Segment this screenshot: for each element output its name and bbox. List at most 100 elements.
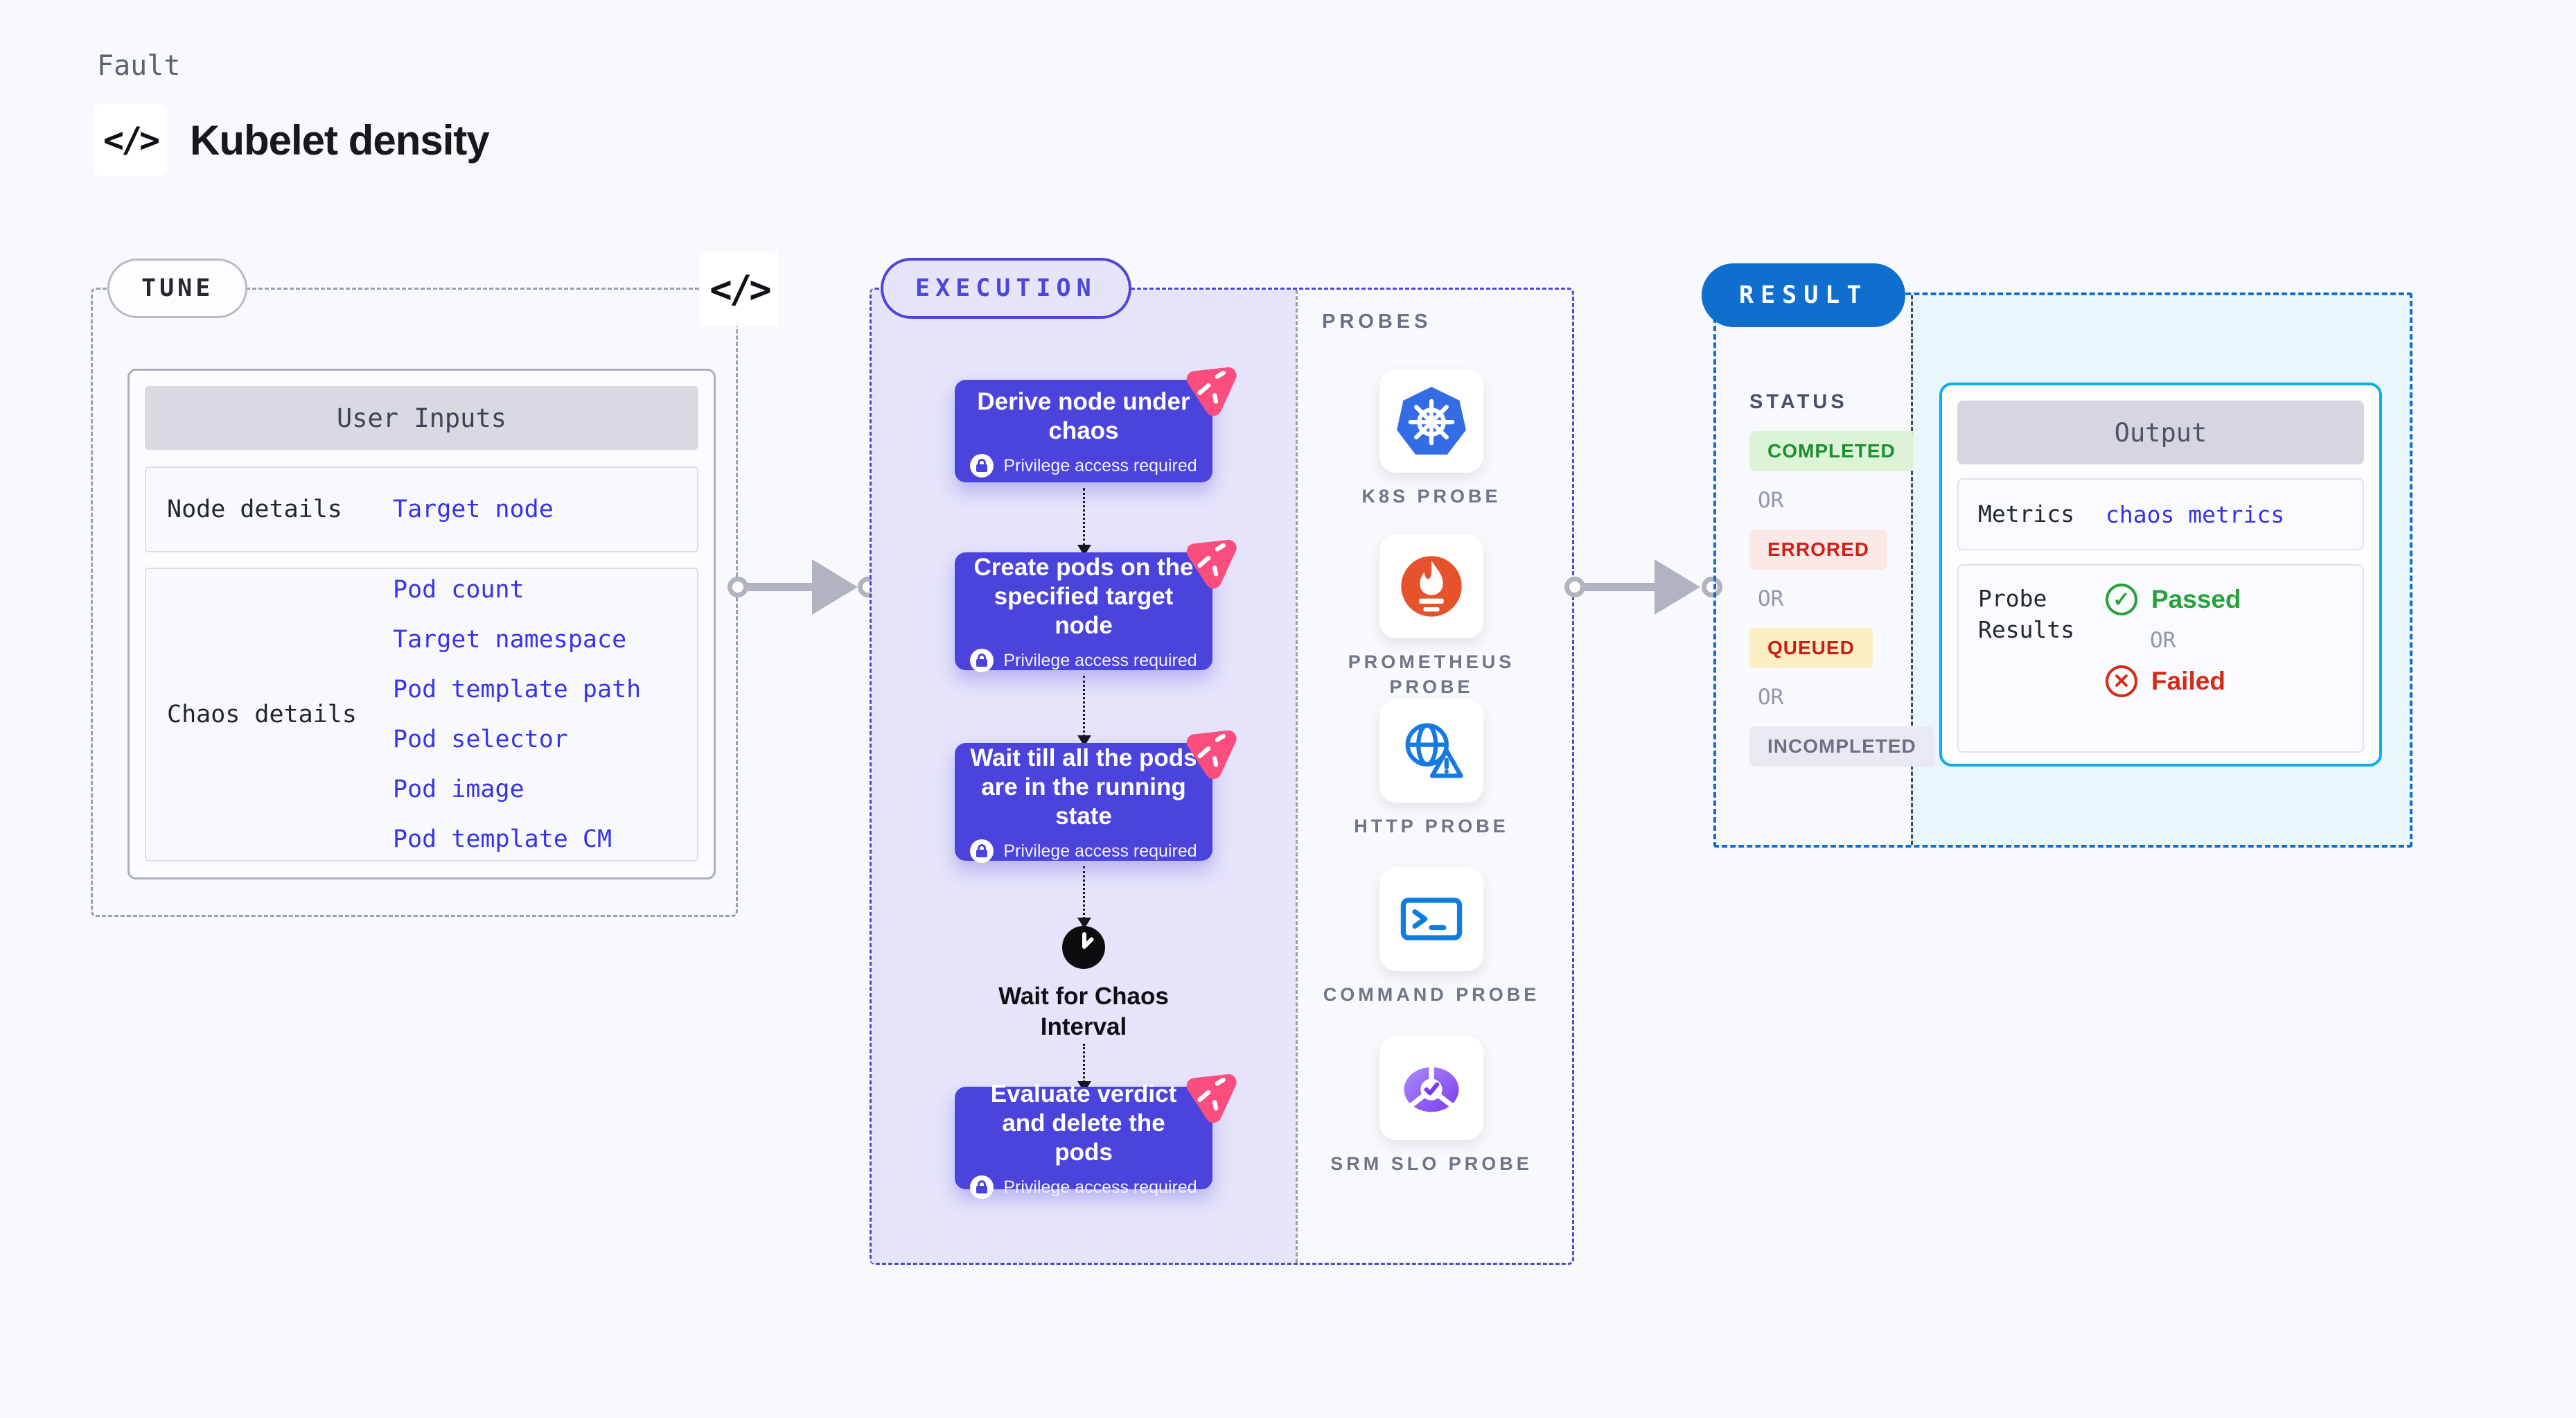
lock-icon: [970, 649, 994, 672]
probes-label: PROBES: [1322, 310, 1432, 333]
input-link-target-node[interactable]: Target node: [393, 496, 554, 523]
input-link-pod-selector[interactable]: Pod selector: [393, 726, 568, 753]
arrow-tune-to-execution: [727, 557, 879, 618]
failed-label: Failed: [2151, 667, 2225, 695]
or-label: OR: [1758, 685, 1784, 710]
flow-connector: [1077, 676, 1091, 746]
metrics-row: Metrics chaos metrics: [1957, 478, 2364, 550]
probe-label: HTTP PROBE: [1354, 816, 1509, 837]
chaos-icon: [1186, 539, 1237, 589]
result-section: RESULT STATUS COMPLETED OR ERRORED OR QU…: [1702, 263, 2412, 848]
privilege-badge: Privilege access required: [970, 649, 1197, 672]
privilege-label: Privilege access required: [1003, 1177, 1197, 1197]
step-card-evaluate-verdict: Evaluate verdict and delete the pods Pri…: [955, 1074, 1237, 1199]
probe-results-label: Probe Results: [1978, 585, 2075, 643]
status-label: STATUS: [1749, 391, 1848, 413]
arrow-execution-to-result: [1564, 557, 1722, 618]
page-title: Kubelet density: [190, 116, 490, 164]
flow-connector: [1077, 1044, 1091, 1092]
privilege-label: Privilege access required: [1003, 650, 1197, 670]
user-inputs-card: User Inputs Node details Target node Cha…: [127, 369, 716, 879]
status-badge-completed: COMPLETED: [1749, 431, 1914, 471]
privilege-badge: Privilege access required: [970, 454, 1197, 478]
input-link-pod-count[interactable]: Pod count: [393, 576, 524, 604]
result-badge: RESULT: [1702, 263, 1906, 327]
input-link-pod-template-cm[interactable]: Pod template CM: [393, 825, 612, 853]
probe-item-http: HTTP PROBE: [1314, 699, 1549, 839]
chaos-metrics-link[interactable]: chaos metrics: [2106, 500, 2285, 528]
step-card-create-pods: Create pods on the specified target node…: [955, 539, 1237, 672]
lock-icon: [970, 454, 994, 478]
input-link-target-namespace[interactable]: Target namespace: [393, 626, 627, 654]
probe-card: [1379, 534, 1483, 638]
input-link-pod-image[interactable]: Pod image: [393, 776, 524, 803]
execution-section: EXECUTION Derive node under chaos Privil…: [870, 258, 1574, 1265]
chaos-icon: [1186, 1074, 1237, 1123]
probe-label: COMMAND PROBE: [1323, 984, 1540, 1005]
output-card: Output Metrics chaos metrics Probe Resul…: [1939, 383, 2382, 767]
tune-code-icon: </>: [700, 252, 778, 326]
wait-step-label: Wait for Chaos Interval: [998, 983, 1169, 1040]
chaos-details-links: Pod count Target namespace Pod template …: [393, 576, 641, 853]
failed-cross-icon: ✕: [2106, 665, 2137, 697]
probe-item-prometheus: PROMETHEUS PROBE: [1314, 534, 1549, 700]
passed-check-icon: ✓: [2106, 584, 2137, 615]
flow-connector: [1077, 488, 1091, 556]
slo-pie-icon: [1404, 1064, 1459, 1112]
step-card-derive-node: Derive node under chaos Privilege access…: [955, 367, 1237, 482]
node-details-row: Node details Target node: [145, 466, 698, 552]
lock-icon: [970, 839, 994, 863]
probe-card: [1379, 1036, 1483, 1140]
fault-kicker: Fault: [97, 50, 181, 82]
probe-item-srm-slo: SRM SLO PROBE: [1314, 1036, 1549, 1176]
verdict-failed: ✕ Failed: [2106, 665, 2225, 697]
passed-label: Passed: [2151, 585, 2241, 613]
lock-icon: [970, 1175, 994, 1199]
verdict-list: ✓ Passed OR ✕ Failed: [2106, 584, 2241, 697]
privilege-badge: Privilege access required: [970, 839, 1197, 863]
step-title: Create pods on the specified target node: [973, 554, 1194, 639]
arrow-start-dot: [1564, 577, 1585, 597]
execution-badge: EXECUTION: [881, 258, 1131, 319]
page-title-row: </> Kubelet density: [94, 104, 490, 176]
arrow-shaft: [1581, 583, 1663, 591]
privilege-label: Privilege access required: [1003, 841, 1197, 861]
privilege-badge: Privilege access required: [970, 1175, 1197, 1199]
node-details-links: Target node: [393, 496, 554, 523]
probe-card: [1379, 867, 1483, 971]
step-card-wait-pods-running: Wait till all the pods are in the runnin…: [955, 730, 1237, 863]
step-title: Evaluate verdict and delete the pods: [990, 1080, 1177, 1166]
code-icon: </>: [94, 104, 166, 176]
kubernetes-icon: [1397, 387, 1466, 455]
or-label: OR: [1758, 488, 1784, 513]
probe-card: [1379, 699, 1483, 803]
or-label: OR: [1758, 586, 1784, 611]
chaos-details-row: Chaos details Pod count Target namespace…: [145, 568, 698, 861]
probe-results-row: Probe Results ✓ Passed OR ✕ Failed: [1957, 564, 2364, 753]
probe-item-command: COMMAND PROBE: [1314, 867, 1549, 1007]
status-output-divider: [1911, 295, 1913, 845]
row-label: Node details: [167, 496, 342, 523]
probe-card: [1379, 369, 1483, 473]
row-label: Chaos details: [167, 701, 357, 728]
status-badge-incompleted: INCOMPLETED: [1749, 726, 1934, 767]
probe-label: K8S PROBE: [1361, 486, 1501, 507]
clock-icon: [1062, 926, 1105, 969]
input-link-pod-template-path[interactable]: Pod template path: [393, 676, 642, 703]
arrow-end-dot: [1702, 577, 1722, 597]
probe-label: SRM SLO PROBE: [1330, 1153, 1533, 1174]
execution-probes-divider: [1296, 290, 1298, 1263]
chaos-icon: [1186, 367, 1237, 417]
arrow-head-icon: [1655, 559, 1700, 615]
verdict-passed: ✓ Passed: [2106, 584, 2241, 615]
step-title: Wait till all the pods are in the runnin…: [970, 744, 1197, 830]
user-inputs-header: User Inputs: [145, 386, 698, 450]
output-header: Output: [1957, 401, 2364, 464]
tune-section: TUNE </> User Inputs Node details Target…: [91, 252, 778, 917]
metrics-label: Metrics: [1978, 500, 2075, 527]
status-list: COMPLETED OR ERRORED OR QUEUED OR INCOMP…: [1749, 431, 1934, 767]
terminal-icon: [1400, 898, 1463, 940]
step-title: Derive node under chaos: [977, 388, 1190, 444]
probe-label: PROMETHEUS PROBE: [1348, 651, 1515, 698]
arrow-head-icon: [812, 559, 858, 615]
